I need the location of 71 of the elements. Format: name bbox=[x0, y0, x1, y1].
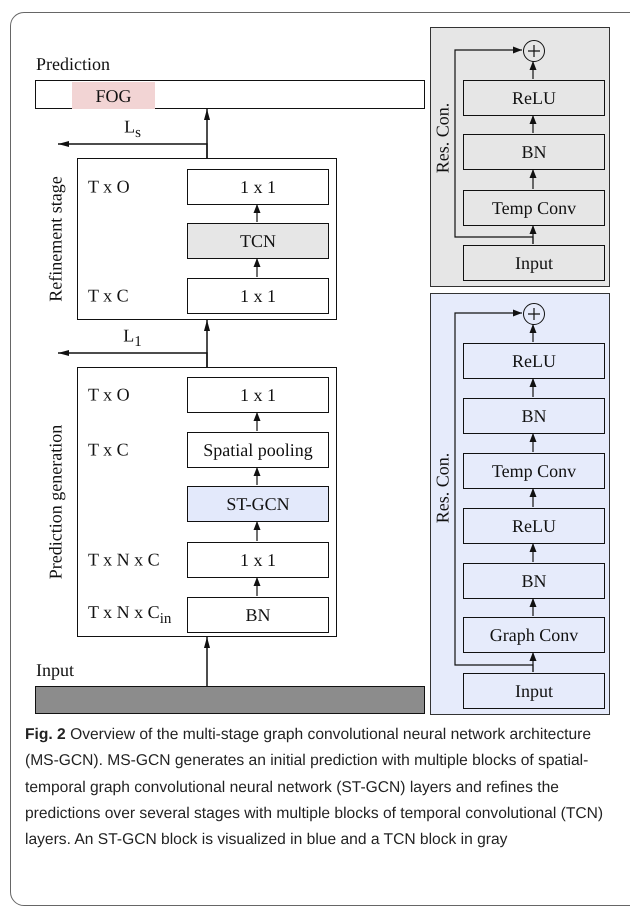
layer-label: Input bbox=[515, 682, 553, 700]
rotated-label: Prediction generation bbox=[46, 424, 66, 580]
layer-label: BN bbox=[245, 606, 270, 624]
layer-box bbox=[463, 617, 605, 653]
layer-box bbox=[187, 223, 329, 259]
layer-label: ST-GCN bbox=[226, 495, 290, 513]
layer-label: ReLU bbox=[512, 352, 556, 370]
figure-caption: Fig. 2 Overview of the multi-stage graph convolutional neural network architecture (MS-GCN). MS-GCN generates an initial prediction with multiple blocks of spatial-temporal graph convolutional neural network (ST-GCN) layers and refines the predictions over several stages with multiple blocks of temporal convolutional (TCN) layers. An ST-GCN block is visualized in blue and a TCN block in gray bbox=[25, 725, 604, 850]
layer-label: ReLU bbox=[512, 89, 556, 107]
arrow bbox=[530, 115, 536, 133]
tensor-shape-label: T x N x C bbox=[88, 550, 160, 570]
layer-label: 1 x 1 bbox=[240, 287, 276, 305]
layer-label: Spatial pooling bbox=[203, 441, 313, 459]
sum-circle bbox=[523, 303, 545, 325]
arrow bbox=[454, 310, 534, 672]
arrow bbox=[254, 412, 260, 431]
layer-box bbox=[463, 245, 605, 281]
layer-box bbox=[463, 134, 605, 170]
tensor-shape-label: T x C bbox=[88, 286, 129, 306]
arrow bbox=[454, 46, 534, 244]
layer-label: 1 x 1 bbox=[240, 551, 276, 569]
arrow bbox=[254, 258, 260, 277]
arrow bbox=[58, 140, 208, 158]
layer-label: BN bbox=[521, 407, 546, 425]
arrow bbox=[204, 637, 210, 686]
layer-label: BN bbox=[521, 143, 546, 161]
layer-label: ReLU bbox=[512, 517, 556, 535]
block-panel bbox=[430, 293, 610, 715]
layer-label: TCN bbox=[240, 232, 276, 250]
sum-circle bbox=[523, 40, 545, 62]
arrow bbox=[254, 521, 260, 541]
arrow bbox=[530, 433, 536, 452]
layer-label: BN bbox=[521, 572, 546, 590]
rotated-label: Res. Con. bbox=[432, 102, 454, 174]
layer-box bbox=[463, 343, 605, 379]
tensor-shape-label: T x O bbox=[88, 384, 130, 406]
arrow bbox=[530, 61, 536, 79]
arrow bbox=[530, 169, 536, 189]
arrow bbox=[254, 467, 260, 485]
layer-label: FOG bbox=[95, 86, 132, 104]
layer-box bbox=[463, 80, 605, 116]
layer-box bbox=[463, 453, 605, 489]
layer-label: Graph Conv bbox=[490, 626, 578, 644]
rotated-label: Res. Con. bbox=[432, 452, 454, 524]
tensor-shape-label: T x C bbox=[88, 440, 129, 460]
tensor-shape-label: T x N x C$_{in}$ bbox=[88, 602, 172, 628]
arrow bbox=[254, 204, 260, 222]
layer-box bbox=[187, 486, 329, 522]
arrow bbox=[530, 378, 536, 397]
arrow bbox=[530, 324, 536, 342]
arrow bbox=[58, 350, 208, 367]
arrow bbox=[254, 577, 260, 596]
tensor-shape-label: T x O bbox=[88, 176, 130, 198]
layer-box bbox=[463, 398, 605, 434]
layer-label: 1 x 1 bbox=[240, 386, 276, 404]
heading-label: Prediction bbox=[36, 54, 110, 75]
block-panel bbox=[430, 27, 610, 287]
layer-box bbox=[463, 508, 605, 544]
layer-label: 1 x 1 bbox=[240, 178, 276, 196]
layer-label: Temp Conv bbox=[492, 199, 576, 217]
class-segment bbox=[72, 82, 155, 109]
rotated-label: Refinement stage bbox=[46, 176, 66, 302]
layer-box bbox=[463, 563, 605, 599]
layer-box bbox=[463, 673, 605, 709]
arrow bbox=[530, 543, 536, 562]
arrow bbox=[530, 598, 536, 616]
layer-label: Input bbox=[515, 254, 553, 272]
layer-label: Temp Conv bbox=[492, 462, 576, 480]
arrow bbox=[530, 488, 536, 507]
heading-label: Input bbox=[36, 660, 74, 681]
layer-box bbox=[463, 190, 605, 226]
